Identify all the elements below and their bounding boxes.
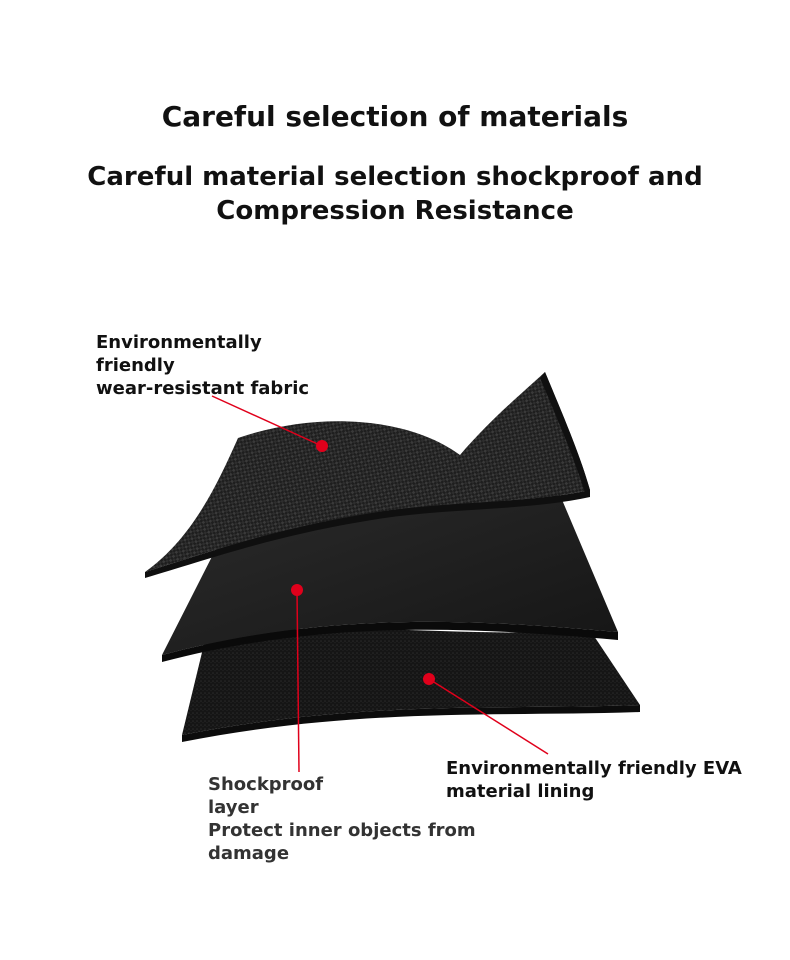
label-line: material lining (446, 781, 595, 802)
subtitle-line: Compression Resistance (216, 196, 574, 226)
callout-shockproof (291, 584, 303, 773)
eva-label: Environmentally friendly EVA material li… (446, 757, 742, 803)
shockproof-label: Shockproof layer Protect inner objects f… (208, 773, 476, 865)
shockproof-marker (291, 584, 303, 596)
eva-lining-layer (182, 628, 640, 742)
callout-eva (423, 673, 549, 755)
label-line: Protect inner objects from (208, 820, 476, 841)
subtitle-line: Careful material selection shockproof an… (87, 162, 703, 192)
fabric-marker (316, 440, 328, 452)
label-line: wear-resistant fabric (96, 378, 310, 399)
page-title: Careful selection of materials (161, 100, 629, 133)
eva-marker (423, 673, 435, 685)
label-line: friendly (96, 355, 175, 376)
fabric-label: Environmentally friendly wear-resistant … (96, 331, 309, 400)
callout-fabric (211, 395, 328, 452)
label-line: Shockproof (208, 774, 324, 795)
page-subtitle: Careful material selection shockproof an… (0, 160, 790, 228)
label-line: Environmentally friendly EVA (446, 758, 742, 779)
label-line: damage (208, 843, 290, 864)
fabric-layer (145, 372, 590, 578)
label-line: layer (208, 797, 259, 818)
label-line: Environmentally (96, 332, 262, 353)
